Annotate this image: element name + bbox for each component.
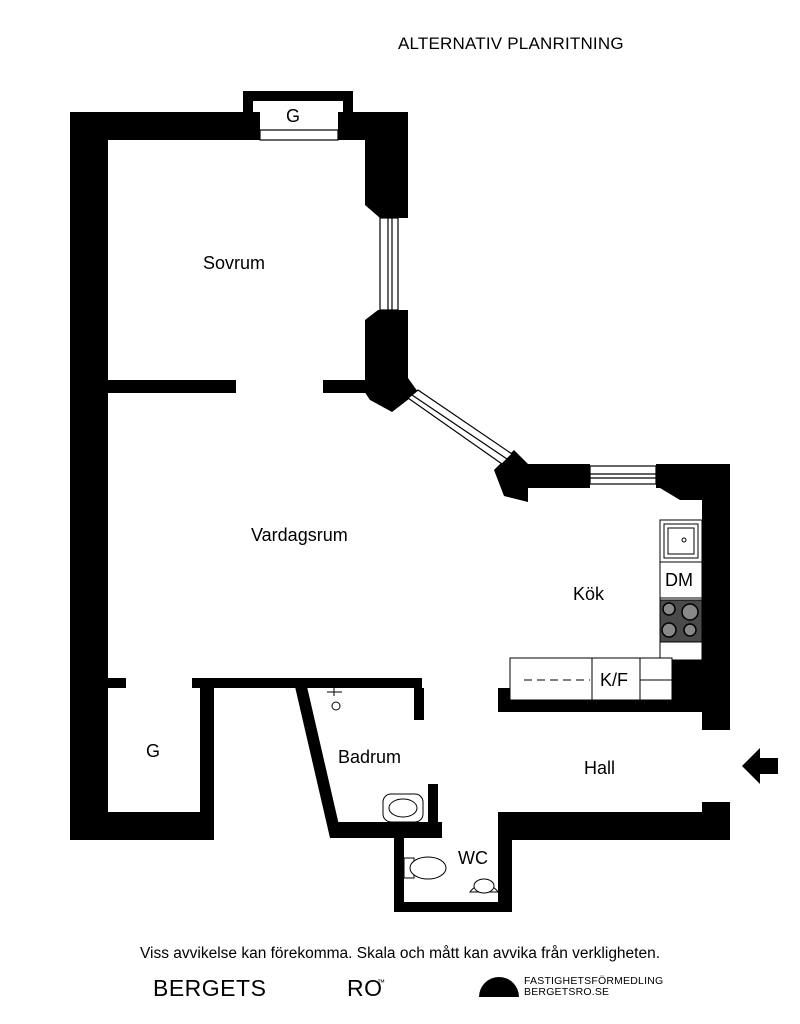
living-room-label: Vardagsrum — [251, 525, 348, 545]
trademark-symbol: ™ — [377, 978, 385, 987]
storage-top-label: G — [286, 106, 301, 126]
entrance-arrow-icon — [742, 748, 778, 784]
storage-left-label: G — [146, 741, 161, 761]
bathroom-label: Badrum — [338, 747, 402, 767]
brand-name-part1: BERGETS — [153, 975, 267, 1001]
brand-name-part2: RO — [347, 975, 383, 1001]
hall-label: Hall — [584, 758, 616, 778]
disclaimer-text: Viss avvikelse kan förekomma. Skala och … — [139, 945, 661, 962]
agency-tagline: FASTIGHETSFÖRMEDLING BERGETSRO.SE — [524, 976, 663, 998]
walls — [70, 91, 730, 912]
dishwasher-label: DM — [665, 570, 693, 590]
bathroom-fixtures — [327, 688, 499, 894]
floor-plan — [70, 91, 778, 912]
plan-title: ALTERNATIV PLANRITNING — [398, 34, 624, 53]
kitchen-fixtures — [509, 519, 703, 701]
fridge-freezer-label: K/F — [600, 670, 629, 690]
wc-label: WC — [458, 848, 488, 868]
kitchen-label: Kök — [573, 584, 605, 604]
logo-dome-icon — [479, 977, 519, 997]
windows — [259, 129, 657, 485]
agency-tagline-line1: FASTIGHETSFÖRMEDLING — [524, 975, 664, 987]
agency-website: BERGETSRO.SE — [524, 986, 610, 998]
bedroom-label: Sovrum — [203, 253, 266, 273]
